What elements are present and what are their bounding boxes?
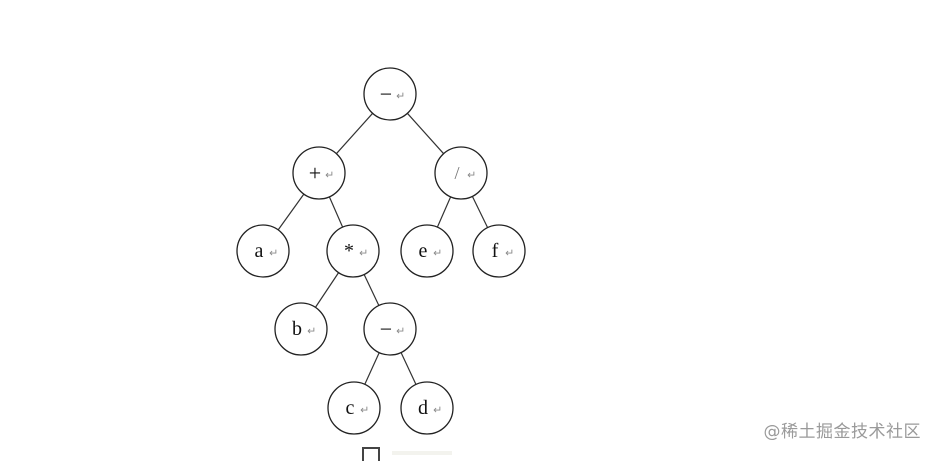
node-label: e: [419, 240, 428, 262]
edge-minus2-c: [364, 352, 380, 385]
tree-node-minus2: −↵: [363, 302, 417, 356]
edge-div-e: [436, 196, 452, 228]
edge-mul-minus2: [363, 274, 380, 306]
node-circle: [434, 146, 488, 200]
node-label: *: [344, 240, 354, 262]
node-circle: [326, 224, 380, 278]
node-label: b: [292, 318, 302, 340]
caption-fragment: [362, 447, 380, 461]
edge-div-f: [471, 196, 489, 228]
node-circle: [236, 224, 290, 278]
tree-node-mul: *↵: [326, 224, 380, 278]
edge-mul-b: [314, 272, 340, 308]
tree-node-b: b↵: [274, 302, 328, 356]
tree-node-c: c↵: [327, 381, 381, 435]
node-label: /: [454, 163, 459, 183]
edge-plus-mul: [328, 196, 344, 228]
edge-minus2-d: [400, 352, 417, 385]
tree-node-d: d↵: [400, 381, 454, 435]
tree-node-f: f↵: [472, 224, 526, 278]
paragraph-mark-icon: ↵: [396, 325, 405, 338]
tree-node-plus: +↵: [292, 146, 346, 200]
node-circle: [363, 67, 417, 121]
tree-edges: [277, 112, 489, 385]
node-circle: [400, 381, 454, 435]
node-label: c: [346, 397, 355, 419]
tree-node-e: e↵: [400, 224, 454, 278]
paragraph-mark-icon: ↵: [325, 169, 334, 182]
caption-highlight: [392, 451, 452, 455]
node-circle: [363, 302, 417, 356]
tree-node-div: /↵: [434, 146, 488, 200]
edge-root-div: [406, 112, 445, 155]
edge-plus-a: [277, 193, 305, 231]
paragraph-mark-icon: ↵: [396, 90, 405, 103]
node-circle: [292, 146, 346, 200]
node-circle: [274, 302, 328, 356]
node-label: +: [309, 161, 321, 186]
tree-nodes: −↵+↵/↵a↵*↵e↵f↵b↵−↵c↵d↵: [236, 67, 526, 435]
paragraph-mark-icon: ↵: [307, 325, 316, 338]
tree-node-root: −↵: [363, 67, 417, 121]
paragraph-mark-icon: ↵: [269, 247, 278, 260]
paragraph-mark-icon: ↵: [505, 247, 514, 260]
node-label: −: [380, 317, 392, 342]
paragraph-mark-icon: ↵: [467, 169, 476, 182]
node-circle: [400, 224, 454, 278]
paragraph-mark-icon: ↵: [360, 404, 369, 417]
node-circle: [327, 381, 381, 435]
node-label: f: [492, 240, 499, 262]
node-circle: [472, 224, 526, 278]
node-label: −: [380, 82, 392, 107]
watermark-text: @稀土掘金技术社区: [763, 422, 921, 442]
tree-node-a: a↵: [236, 224, 290, 278]
edge-root-plus: [335, 112, 374, 155]
paragraph-mark-icon: ↵: [433, 404, 442, 417]
node-label: d: [418, 397, 428, 419]
paragraph-mark-icon: ↵: [433, 247, 442, 260]
paragraph-mark-icon: ↵: [359, 247, 368, 260]
node-label: a: [255, 240, 264, 262]
